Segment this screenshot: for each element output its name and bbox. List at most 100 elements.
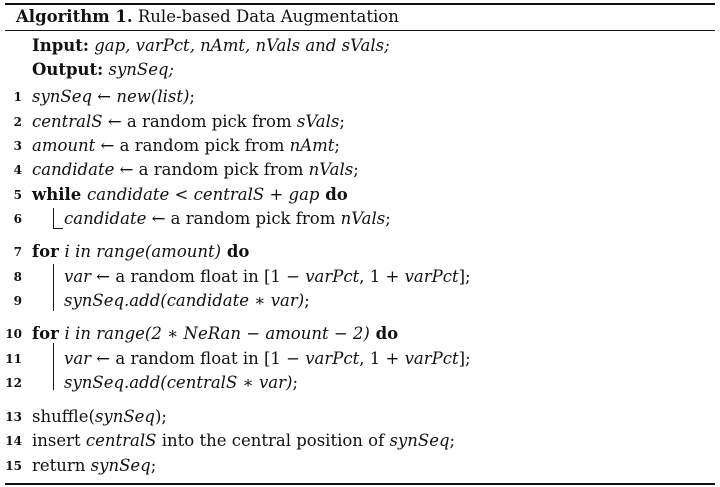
line-text: synSeq.add(candidate ∗ var);	[64, 289, 310, 313]
plain-text: ;	[150, 456, 157, 475]
keyword: while	[32, 185, 87, 204]
line-number: 6	[13, 212, 22, 226]
line-number: 10	[5, 327, 22, 341]
math-expression: varPct	[404, 267, 459, 286]
bottom-rule	[5, 483, 715, 485]
line-number: 1	[13, 90, 22, 104]
keyword: for	[32, 242, 65, 261]
line-text: var ← a random float in [1 − varPct, 1 +…	[64, 265, 471, 289]
math-expression: candidate	[64, 209, 147, 228]
plain-text: , 1 +	[359, 349, 405, 368]
line-text: insert centralS into the central positio…	[32, 429, 455, 453]
line-text: synSeq ← new(list);	[32, 85, 195, 109]
plain-text: ;	[449, 431, 456, 450]
plain-text: ;	[339, 112, 345, 131]
algorithm-caption: Algorithm 1. Rule-based Data Augmentatio…	[16, 5, 399, 29]
keyword: for	[32, 324, 65, 343]
line-number: 15	[5, 459, 22, 473]
line-text: centralS ← a random pick from sVals;	[32, 110, 345, 134]
while-block-guide	[53, 208, 54, 229]
keyword: do	[369, 324, 399, 343]
math-expression: i in range(amount)	[64, 242, 222, 261]
plain-text: ;	[334, 136, 340, 155]
for-block-guide	[53, 264, 54, 311]
line-number: 8	[13, 270, 22, 284]
math-expression: synSeq.add(centralS ∗ var)	[64, 373, 293, 392]
plain-text: ];	[458, 267, 471, 286]
input-keyword: Input:	[32, 36, 89, 55]
math-expression: new(list)	[116, 87, 190, 106]
math-expression: i in range(2 ∗ NeRan − amount − 2)	[64, 324, 370, 343]
plain-text: ←	[92, 87, 117, 106]
line-number: 5	[13, 188, 22, 202]
line-number: 2	[13, 115, 22, 129]
plain-text: ← a random pick from	[146, 209, 341, 228]
math-expression: synSeq	[94, 407, 155, 426]
line-text: candidate ← a random pick from nVals;	[32, 158, 359, 182]
line-text: shuffle(synSeq);	[32, 405, 167, 429]
math-expression: synSeq.add(candidate ∗ var)	[64, 291, 305, 310]
keyword: do	[221, 242, 250, 261]
plain-text: ;	[189, 87, 195, 106]
output-keyword: Output:	[32, 60, 104, 79]
caption-rule	[5, 30, 715, 31]
input-text: gap, varPct, nAmt, nVals and sVals;	[94, 36, 390, 55]
plain-text: ;	[385, 209, 391, 228]
line-text: while candidate < centralS + gap do	[32, 183, 348, 207]
plain-text: , 1 +	[359, 267, 405, 286]
plain-text: return	[32, 456, 91, 475]
math-expression: varPct	[305, 267, 360, 286]
math-expression: var	[64, 267, 92, 286]
algorithm-label: Algorithm 1.	[16, 7, 133, 26]
math-expression: candidate < centralS + gap	[86, 185, 320, 204]
plain-text: ;	[304, 291, 310, 310]
plain-text: ← a random pick from	[102, 112, 297, 131]
output-text: synSeq;	[108, 60, 175, 79]
top-rule	[5, 3, 715, 5]
line-number: 14	[5, 434, 22, 448]
math-expression: centralS	[85, 431, 157, 450]
algorithm-title: Rule-based Data Augmentation	[137, 7, 399, 26]
plain-text: ;	[353, 160, 359, 179]
plain-text: ];	[458, 349, 471, 368]
line-text: synSeq.add(centralS ∗ var);	[64, 371, 298, 395]
for-block-guide-2	[53, 343, 54, 390]
plain-text: );	[154, 407, 167, 426]
math-expression: synSeq	[32, 87, 93, 106]
plain-text: ;	[292, 373, 299, 392]
line-text: return synSeq;	[32, 454, 156, 478]
line-text: for i in range(amount) do	[32, 240, 249, 264]
line-text: amount ← a random pick from nAmt;	[32, 134, 340, 158]
plain-text: ← a random pick from	[95, 136, 290, 155]
line-text: candidate ← a random pick from nVals;	[64, 207, 391, 231]
math-expression: sVals	[296, 112, 340, 131]
while-block-end	[53, 228, 63, 229]
line-text: for i in range(2 ∗ NeRan − amount − 2) d…	[32, 322, 398, 346]
plain-text: into the central position of	[156, 431, 390, 450]
line-number: 13	[5, 410, 22, 424]
plain-text: insert	[32, 431, 86, 450]
math-expression: amount	[32, 136, 96, 155]
math-expression: nAmt	[289, 136, 335, 155]
plain-text: ← a random float in [1 −	[91, 267, 306, 286]
plain-text: ← a random pick from	[114, 160, 309, 179]
math-expression: varPct	[404, 349, 459, 368]
plain-text: ← a random float in [1 −	[91, 349, 306, 368]
keyword: do	[319, 185, 348, 204]
line-number: 4	[13, 163, 22, 177]
line-text: var ← a random float in [1 − varPct, 1 +…	[64, 347, 471, 371]
math-expression: nVals	[308, 160, 354, 179]
math-expression: candidate	[32, 160, 115, 179]
line-number: 7	[13, 245, 22, 259]
algorithm-box: Algorithm 1. Rule-based Data Augmentatio…	[5, 0, 715, 487]
plain-text: shuffle(	[32, 407, 95, 426]
line-number: 9	[13, 294, 22, 308]
line-number: 3	[13, 139, 22, 153]
math-expression: varPct	[305, 349, 360, 368]
math-expression: synSeq	[90, 456, 151, 475]
line-number: 11	[5, 352, 22, 366]
math-expression: var	[64, 349, 92, 368]
math-expression: nVals	[340, 209, 386, 228]
math-expression: centralS	[32, 112, 103, 131]
math-expression: synSeq	[389, 431, 450, 450]
